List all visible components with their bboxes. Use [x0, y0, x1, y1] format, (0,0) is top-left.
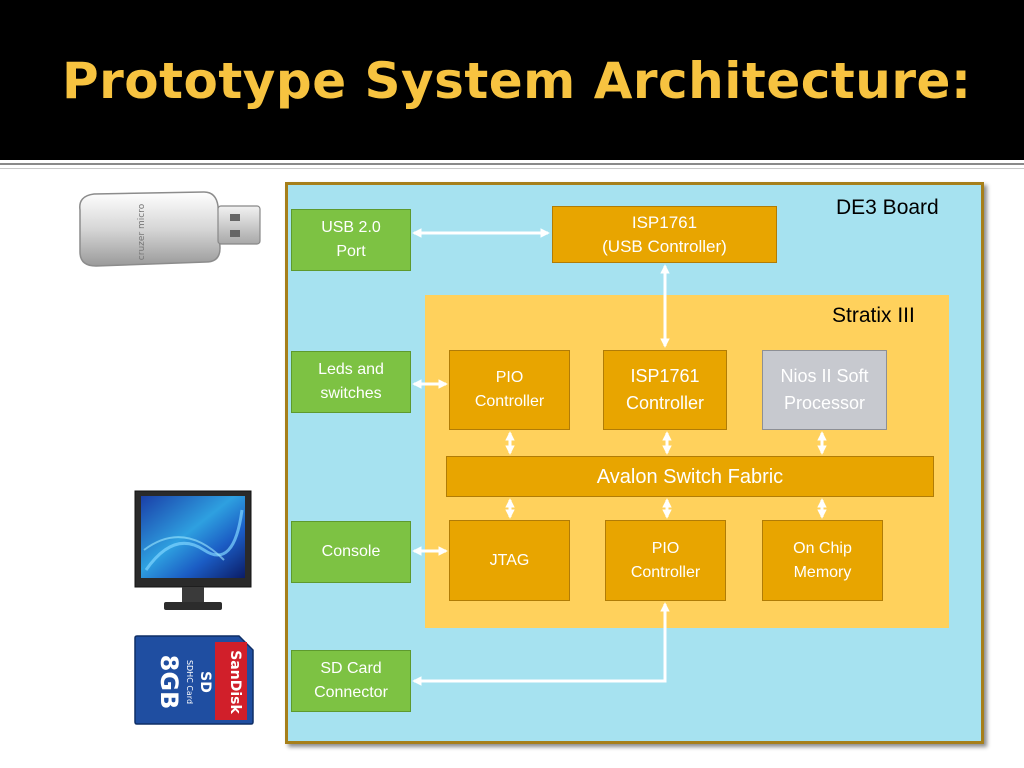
sd-card-type-label: SDHC Card: [185, 660, 194, 704]
sd-card-capacity-label: 8GB: [155, 655, 183, 710]
sd-card-icon: SanDisk 8GB SDHC Card SD: [134, 635, 254, 725]
console-block: Console: [291, 521, 411, 583]
usb-stick-label: cruzer micro: [137, 203, 147, 260]
board-label: DE3 Board: [836, 196, 939, 219]
pio-controller-bottom-block: PIO Controller: [605, 520, 726, 601]
svg-text:SD: SD: [197, 671, 213, 693]
on-chip-memory-block: On Chip Memory: [762, 520, 883, 601]
usb-port-block: USB 2.0 Port: [291, 209, 411, 271]
divider-line-thin: [0, 168, 1024, 169]
avalon-switch-fabric-block: Avalon Switch Fabric: [446, 456, 934, 497]
fpga-label: Stratix III: [832, 304, 915, 327]
leds-switches-block: Leds and switches: [291, 351, 411, 413]
sd-card-to-pio-arrow: [412, 602, 670, 686]
jtag-block: JTAG: [449, 520, 570, 601]
divider-line: [0, 163, 1024, 165]
monitor-icon: [134, 490, 252, 610]
title-bar: Prototype System Architecture:: [0, 0, 1024, 160]
usb-stick-icon: cruzer micro: [79, 191, 261, 267]
pio-controller-top-block: PIO Controller: [449, 350, 570, 430]
sd-card-connector-block: SD Card Connector: [291, 650, 411, 712]
isp1761-controller-block: ISP1761 Controller: [603, 350, 727, 430]
isp1761-usb-controller-block: ISP1761 (USB Controller): [552, 206, 777, 263]
slide-title: Prototype System Architecture:: [62, 52, 972, 110]
sd-card-brand-label: SanDisk: [227, 650, 243, 714]
nios-ii-processor-block: Nios II Soft Processor: [762, 350, 887, 430]
